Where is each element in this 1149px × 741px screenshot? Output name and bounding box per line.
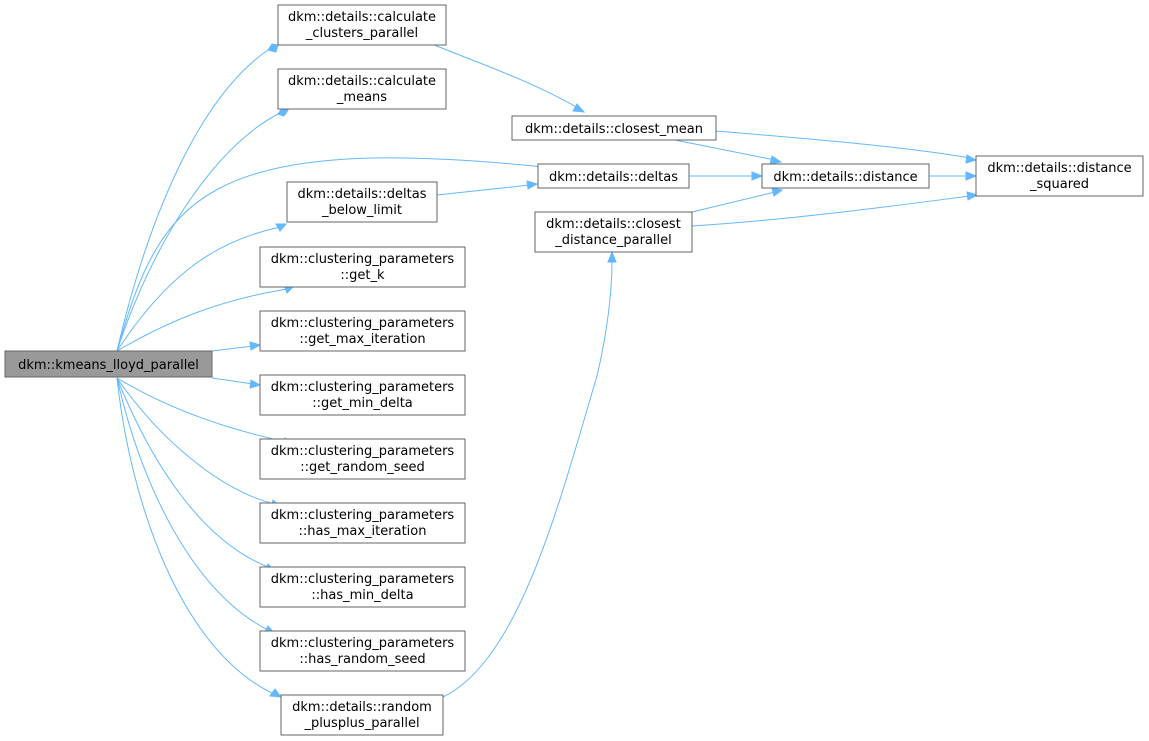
node-label-line2: _below_limit: [321, 203, 402, 218]
node-label-line2: _distance_parallel: [554, 233, 671, 248]
node-label-line2: ::has_min_delta: [311, 588, 413, 603]
node-distance-squared[interactable]: dkm::details::distance _squared: [975, 155, 1144, 197]
edge-root-get-min-delta: [211, 377, 262, 389]
edge-deltas-distance: [689, 171, 764, 181]
edge-root-random-pp: [116, 377, 283, 698]
node-deltas[interactable]: dkm::details::deltas: [537, 163, 690, 189]
node-label-line1: dkm::clustering_parameters: [271, 636, 455, 651]
edge-closest-dist-dist-sq: [691, 191, 979, 227]
node-label: dkm::details::deltas: [549, 170, 678, 185]
node-label-line2: ::has_random_seed: [299, 652, 425, 667]
edge-root-has-max-iter: [116, 377, 283, 509]
edge-closest-mean-dist-sq: [715, 130, 978, 164]
node-label: dkm::kmeans_lloyd_parallel: [18, 358, 199, 373]
node-label-line2: ::get_k: [340, 268, 385, 283]
node-closest-mean[interactable]: dkm::details::closest_mean: [511, 115, 717, 141]
node-label-line1: dkm::details::calculate: [288, 10, 436, 25]
edge-root-get-max-iter: [211, 341, 262, 352]
edge-distance-dist-sq: [929, 171, 978, 181]
node-distance[interactable]: dkm::details::distance: [761, 163, 930, 189]
node-get-max-iteration[interactable]: dkm::clustering_parameters ::get_max_ite…: [259, 310, 466, 352]
node-deltas-below-limit[interactable]: dkm::details::deltas _below_limit: [286, 181, 438, 223]
node-has-random-seed[interactable]: dkm::clustering_parameters ::has_random_…: [259, 630, 466, 672]
node-calculate-means[interactable]: dkm::details::calculate _means: [277, 68, 447, 110]
node-label-line2: ::get_max_iteration: [299, 332, 425, 347]
node-label-line2: _plusplus_parallel: [303, 716, 419, 731]
node-label-line1: dkm::details::deltas: [298, 187, 427, 202]
node-label-line1: dkm::clustering_parameters: [271, 316, 455, 331]
node-get-random-seed[interactable]: dkm::clustering_parameters ::get_random_…: [259, 438, 466, 480]
node-label-line2: _means: [336, 90, 387, 105]
node-label-line2: _clusters_parallel: [305, 26, 418, 41]
node-label-line2: ::get_min_delta: [312, 396, 413, 411]
node-label-line1: dkm::details::random: [292, 700, 432, 715]
edge-root-calc-means: [116, 107, 289, 352]
edge-root-calc-clusters: [116, 43, 279, 352]
node-label-line1: dkm::clustering_parameters: [271, 444, 455, 459]
edge-deltas-below-deltas: [436, 180, 539, 196]
node-kmeans-lloyd-parallel[interactable]: dkm::kmeans_lloyd_parallel: [4, 350, 213, 378]
node-label: dkm::details::closest_mean: [525, 122, 703, 137]
node-closest-distance-parallel[interactable]: dkm::details::closest _distance_parallel: [534, 211, 693, 253]
node-label: dkm::details::distance: [773, 170, 917, 185]
edge-closest-mean-distance: [669, 138, 783, 165]
node-calculate-clusters-parallel[interactable]: dkm::details::calculate _clusters_parall…: [277, 4, 447, 46]
nodes: dkm::kmeans_lloyd_parallel dkm::details:…: [4, 4, 1144, 736]
node-random-plusplus-parallel[interactable]: dkm::details::random _plusplus_parallel: [280, 694, 444, 736]
node-label-line2: _squared: [1029, 177, 1089, 192]
edge-random-pp-closest-dist: [442, 250, 617, 698]
node-has-max-iteration[interactable]: dkm::clustering_parameters ::has_max_ite…: [259, 502, 466, 544]
node-label-line1: dkm::clustering_parameters: [271, 572, 455, 587]
edge-root-deltas-below: [116, 223, 288, 352]
edge-calc-clusters-closest-mean: [431, 43, 586, 113]
node-get-k[interactable]: dkm::clustering_parameters ::get_k: [259, 246, 466, 288]
node-label-line1: dkm::details::closest: [546, 217, 681, 232]
node-has-min-delta[interactable]: dkm::clustering_parameters ::has_min_del…: [259, 566, 466, 608]
node-get-min-delta[interactable]: dkm::clustering_parameters ::get_min_del…: [259, 374, 466, 416]
node-label-line1: dkm::details::distance: [987, 161, 1131, 176]
node-label-line2: ::get_random_seed: [300, 460, 425, 475]
node-label-line1: dkm::clustering_parameters: [271, 252, 455, 267]
node-label-line2: ::has_max_iteration: [299, 524, 427, 539]
node-label-line1: dkm::details::calculate: [288, 74, 436, 89]
edge-root-has-min-delta: [116, 377, 277, 573]
node-label-line1: dkm::clustering_parameters: [271, 508, 455, 523]
edges: [116, 43, 979, 698]
edge-closest-dist-distance: [691, 187, 784, 213]
node-label-line1: dkm::clustering_parameters: [271, 380, 455, 395]
